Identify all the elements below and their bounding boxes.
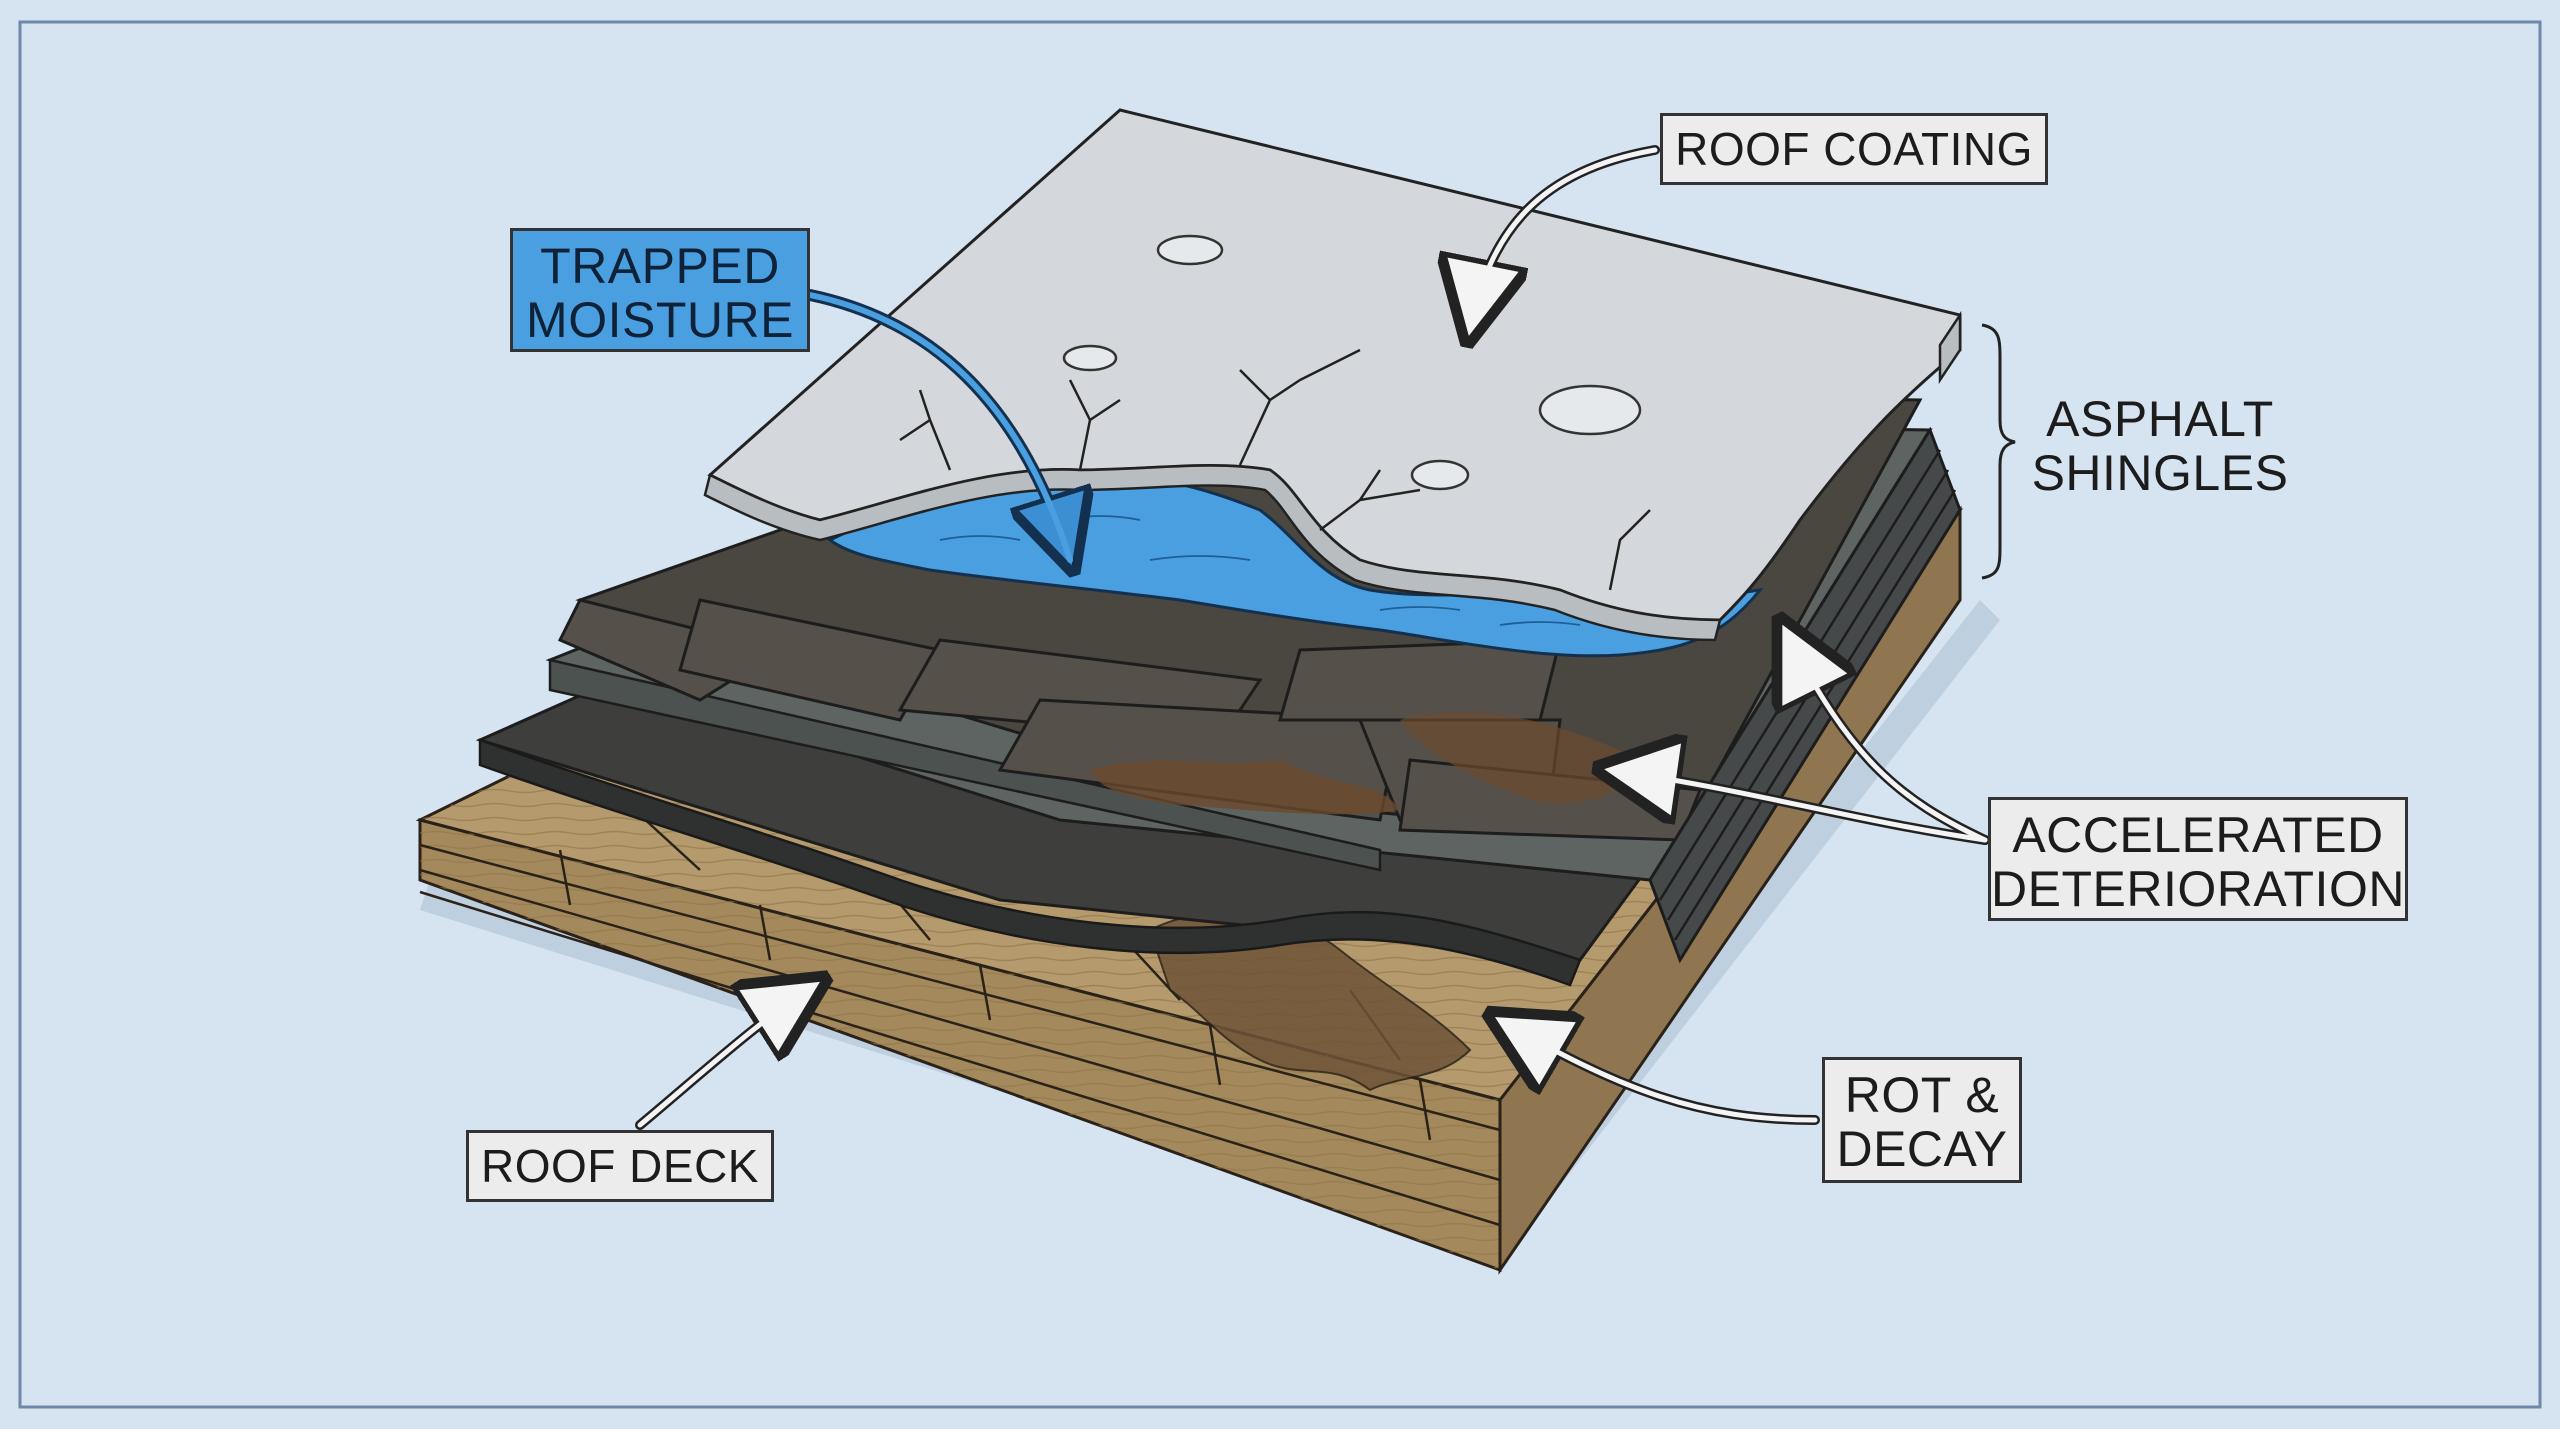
felt-wavy-edge [478,738,1582,987]
shingle-stain [1090,760,1400,815]
label-asphalt-text-1: ASPHALT [2046,391,2274,447]
label-roof-deck-text: ROOF DECK [481,1140,759,1192]
shingle-layer-lower-front [548,658,1382,872]
roof-coating-side [1938,310,1962,385]
label-trapped-text-1: TRAPPED [540,238,780,294]
label-accelerated-text-1: ACCELERATED [2012,807,2384,863]
label-rot-text-1: ROT & [1844,1067,2000,1123]
label-asphalt-shingles: ASPHALT SHINGLES [2030,392,2290,512]
label-accelerated-text-2: DETERIORATION [1991,861,2405,917]
roof-deck-front-grain [420,820,1500,1270]
label-accelerated-deterioration: ACCELERATED DETERIORATION [1988,797,2408,921]
label-roof-coating: ROOF COATING [1660,113,2048,185]
label-asphalt-text-2: SHINGLES [2031,445,2289,501]
callout-arrows-fill [637,147,1988,1128]
frame-border [18,20,2542,1409]
label-trapped-moisture: TRAPPED MOISTURE [510,228,810,352]
label-roof-deck: ROOF DECK [466,1130,774,1202]
coating-blisters [1062,234,1642,491]
label-roof-coating-text: ROOF COATING [1675,123,2033,175]
coating-cracks [899,348,1651,591]
moisture-ripples [939,515,1581,626]
arrow-trapped-moisture-fill [807,292,1073,563]
asphalt-shingles-bracket [1981,323,2016,580]
label-rot-text-2: DECAY [1836,1121,2008,1177]
label-trapped-text-2: MOISTURE [526,292,794,348]
shingle-stain-2 [1400,712,1640,804]
label-rot-decay: ROT & DECAY [1822,1057,2022,1183]
